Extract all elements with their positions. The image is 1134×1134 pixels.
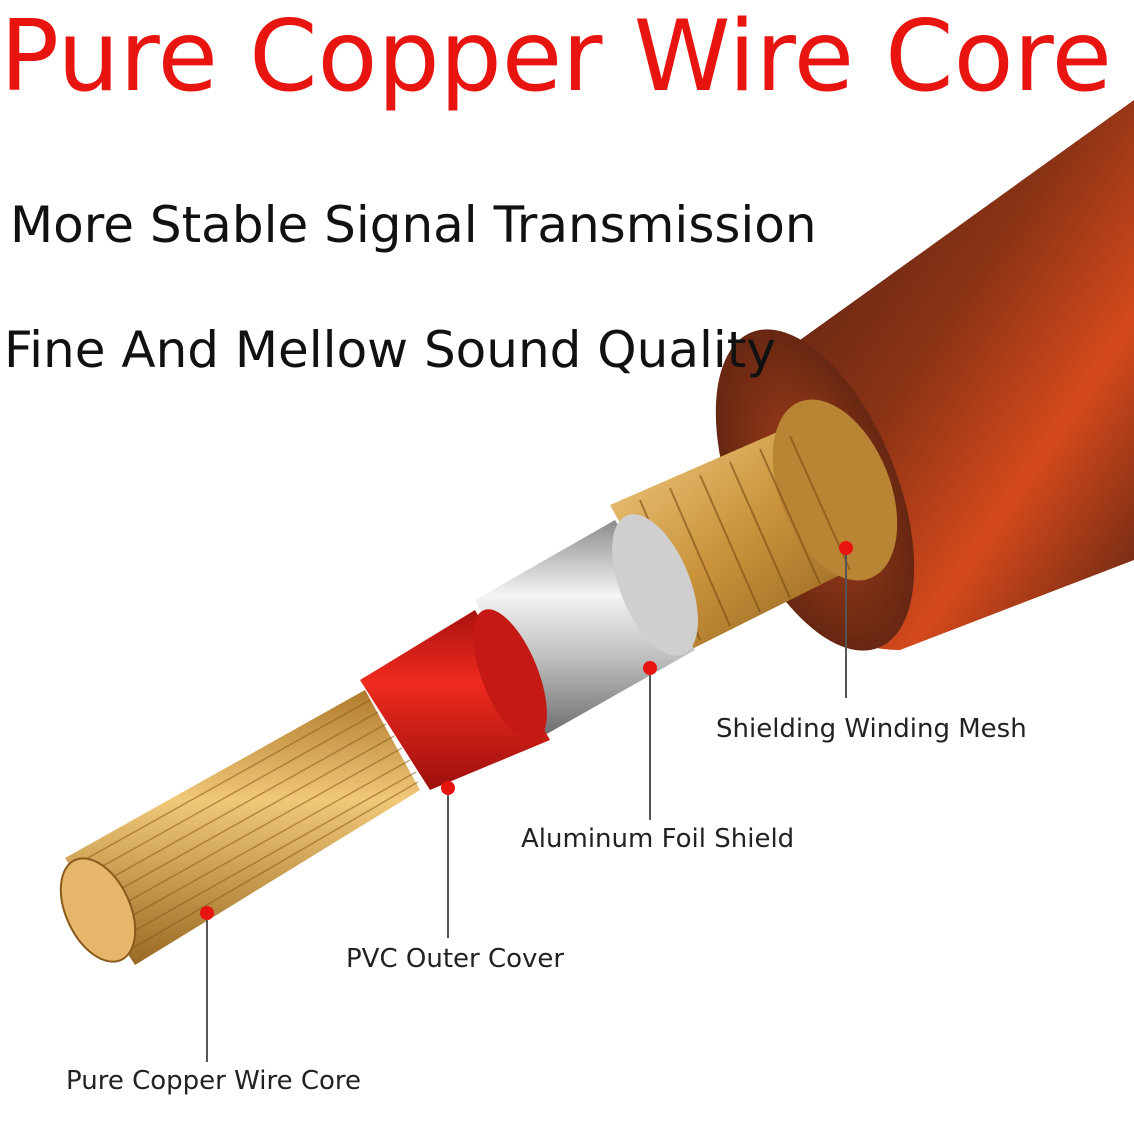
copper-core: [59, 690, 420, 965]
label-pvc-cover: PVC Outer Cover: [346, 944, 565, 974]
pvc-cover: [360, 609, 550, 790]
callout-foil: [643, 661, 657, 820]
marker-dot: [200, 906, 214, 920]
marker-dot: [643, 661, 657, 675]
page-title: Pure Copper Wire Core: [0, 0, 1112, 114]
marker-dot: [839, 541, 853, 555]
subtitle-signal: More Stable Signal Transmission: [10, 196, 817, 254]
label-shielding-mesh: Shielding Winding Mesh: [716, 714, 1027, 744]
callout-mesh: [839, 541, 853, 698]
callout-pvc: [441, 781, 455, 938]
subtitle-sound: Fine And Mellow Sound Quality: [4, 321, 776, 379]
label-copper-core: Pure Copper Wire Core: [66, 1066, 362, 1096]
label-aluminum-foil: Aluminum Foil Shield: [521, 824, 795, 854]
callout-core: [200, 906, 214, 1062]
marker-dot: [441, 781, 455, 795]
